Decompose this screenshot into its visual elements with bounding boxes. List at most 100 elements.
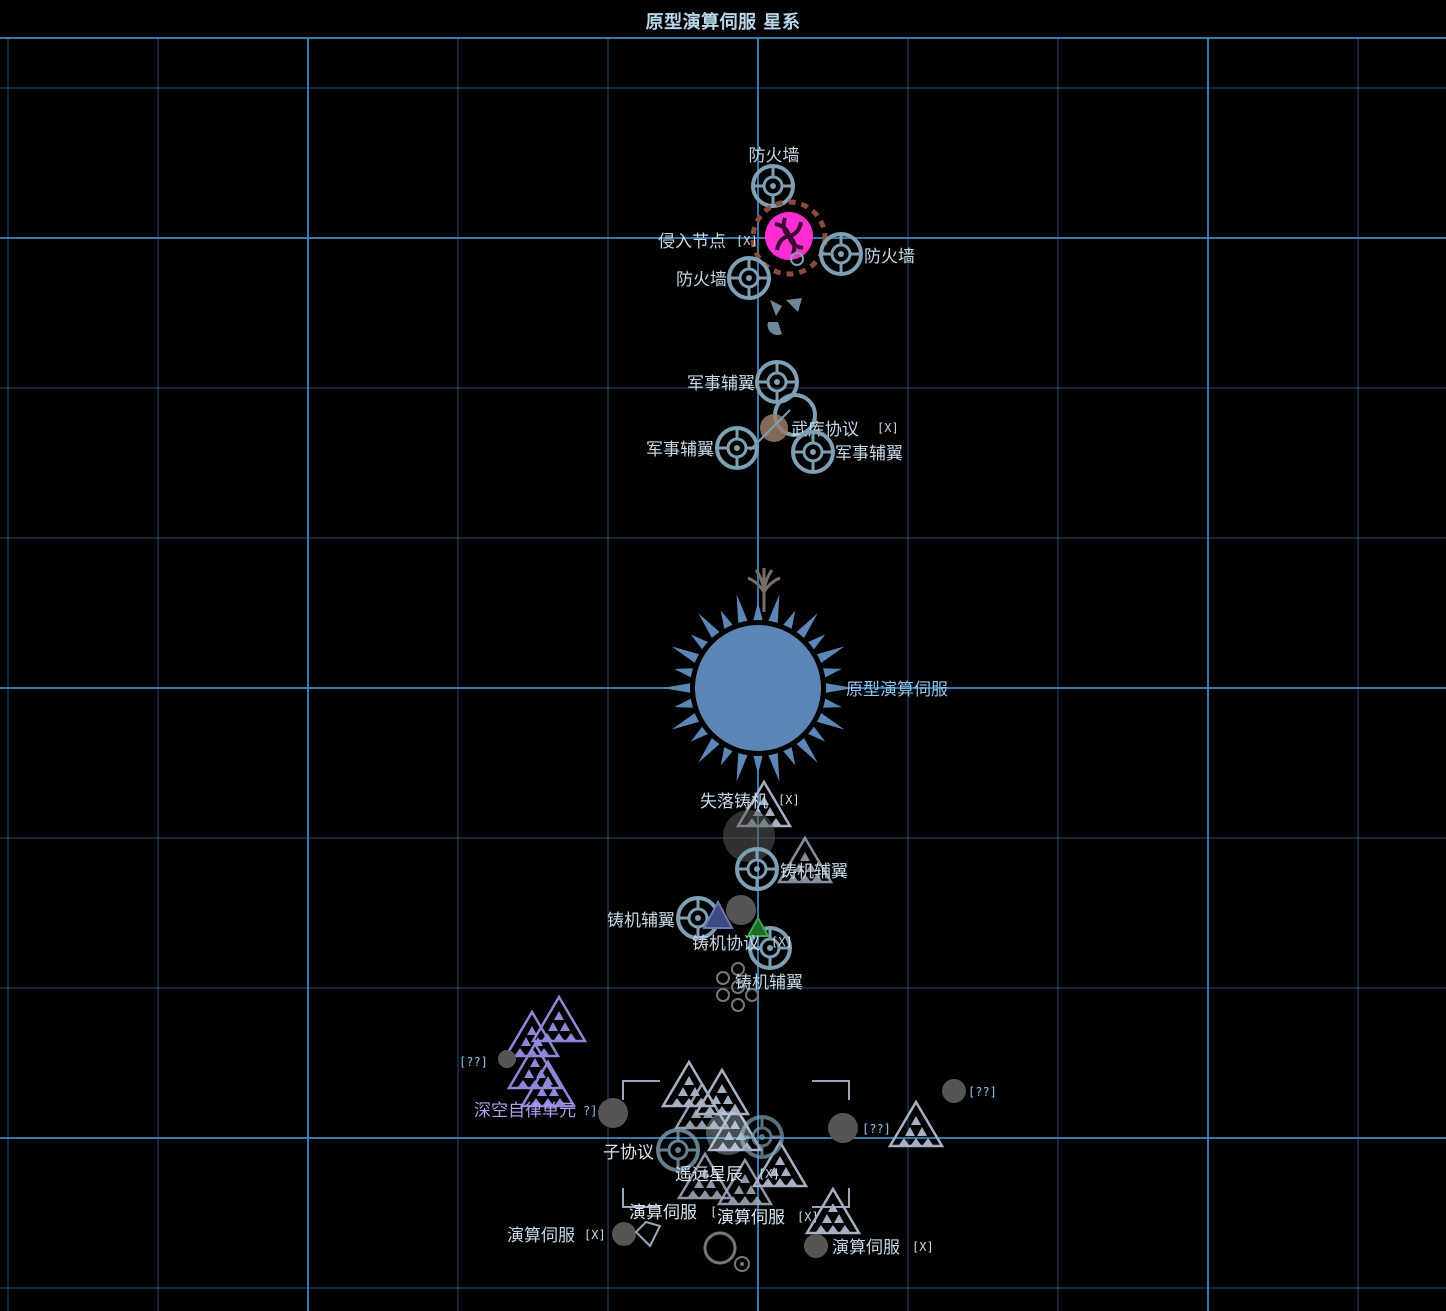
- deep-space-label: 深空自律单元: [474, 1101, 576, 1121]
- armory-tag: [X]: [877, 421, 899, 435]
- star-ray: [767, 750, 780, 782]
- debris-icon: [767, 298, 802, 336]
- calc-3-moon-core: [740, 1262, 744, 1266]
- deep-space-tag: ?]: [583, 1104, 597, 1118]
- armory-label: 武库协议: [791, 420, 859, 440]
- forge-wing-1-label: 铸机辅翼: [780, 862, 848, 882]
- star-ray: [736, 594, 749, 626]
- unknown-2-tag: [??]: [968, 1085, 997, 1099]
- fountain-icon: [747, 568, 781, 612]
- calc-2-tag: [: [710, 1205, 717, 1219]
- military-wing-node-left[interactable]: 军事辅翼: [646, 426, 759, 470]
- calc-3-label: 演算伺服: [717, 1208, 785, 1228]
- invasion-node[interactable]: 侵入节点 [X]: [658, 199, 828, 277]
- subprotocol-label: 子协议: [603, 1143, 654, 1163]
- star-ray: [674, 668, 696, 679]
- military-wing-node-right[interactable]: 军事辅翼: [791, 430, 903, 474]
- armory-protocol-node[interactable]: 武库协议 [X]: [749, 393, 899, 451]
- star-ray: [698, 736, 722, 764]
- calc-server-node-left[interactable]: 演算伺服 [: [629, 1203, 717, 1223]
- calc-4-label: 演算伺服: [832, 1238, 900, 1258]
- star-ray: [820, 668, 842, 679]
- green-triangle-icon: [746, 915, 770, 937]
- calc-server-node-far-left[interactable]: 演算伺服 [X]: [507, 1220, 662, 1248]
- calc-server-node-right[interactable]: 演算伺服 [X]: [804, 1187, 934, 1258]
- forge-protocol-tag: [X]: [771, 935, 793, 949]
- star-ray: [815, 711, 845, 730]
- star-ray: [752, 753, 764, 774]
- firewall-node-right[interactable]: 防火墙: [819, 232, 915, 276]
- armory-planet: [760, 414, 788, 442]
- star-ray: [794, 736, 818, 764]
- firewall-node-top[interactable]: 防火墙: [749, 146, 800, 208]
- selection-bracket: [622, 1080, 850, 1208]
- subprotocol-planet: [598, 1098, 628, 1128]
- invasion-tag: [X]: [736, 234, 758, 248]
- star-ray: [698, 612, 722, 640]
- lost-forge-planet: [723, 810, 775, 862]
- star-ray: [820, 697, 842, 708]
- star-ray: [815, 646, 845, 665]
- star-ray: [671, 646, 701, 665]
- invasion-label: 侵入节点: [658, 232, 726, 252]
- forge-wing-node-left[interactable]: 铸机辅翼: [607, 895, 756, 940]
- star-ray: [662, 682, 693, 694]
- calc-server-node-center[interactable]: 演算伺服 [X]: [703, 1208, 819, 1272]
- star-ray: [752, 602, 764, 623]
- star-ray: [767, 594, 780, 626]
- firewall-node-left[interactable]: 防火墙: [676, 256, 771, 300]
- star-ray: [674, 697, 696, 708]
- invasion-marker-icon: [790, 252, 804, 266]
- military-wing-3-label: 军事辅翼: [835, 444, 903, 464]
- calc-4-planet: [804, 1234, 828, 1258]
- calc-1-planet: [612, 1222, 636, 1246]
- star-ray: [823, 682, 854, 694]
- unknown-node-right[interactable]: [??]: [942, 1079, 997, 1103]
- military-wing-2-label: 军事辅翼: [646, 440, 714, 460]
- forge-wing-triangle-icon: [702, 899, 734, 929]
- distant-stars-glow: [706, 1111, 750, 1155]
- calc-1-tag: [X]: [584, 1228, 606, 1242]
- military-wing-node-top[interactable]: 军事辅翼: [687, 360, 799, 404]
- forge-wing-2-label: 铸机辅翼: [607, 911, 675, 931]
- deep-space-moon: [498, 1050, 516, 1068]
- unknown-3-planet: [828, 1113, 858, 1143]
- distant-stars-label: 遥远星辰: [675, 1165, 743, 1185]
- firewall-left-label: 防火墙: [676, 270, 727, 290]
- military-wing-1-label: 军事辅翼: [687, 374, 755, 394]
- forge-wing-planet: [726, 895, 756, 925]
- calc-4-tag: [X]: [912, 1240, 934, 1254]
- unknown-node-mid[interactable]: [??]: [828, 1100, 944, 1148]
- forge-protocol-node[interactable]: 铸机协议 [X]: [692, 915, 793, 970]
- star-ray: [671, 711, 701, 730]
- star-ray: [736, 750, 749, 782]
- firewall-top-label: 防火墙: [749, 146, 800, 166]
- unknown-2-planet: [942, 1079, 966, 1103]
- distant-stars-tag: [X]: [758, 1167, 780, 1181]
- lost-forge-label: 失落铸机: [700, 792, 768, 812]
- firewall-right-label: 防火墙: [864, 247, 915, 267]
- forge-wing-node-right[interactable]: 铸机辅翼: [735, 836, 848, 891]
- calc-2-label: 演算伺服: [629, 1203, 697, 1223]
- bubble-cluster-icon: [716, 962, 759, 1012]
- spiral-arms: [774, 217, 804, 255]
- unknown-1-tag: [??]: [459, 1055, 488, 1069]
- calc-3-moon: [734, 1256, 750, 1272]
- unknown-3-tag: [??]: [862, 1122, 891, 1136]
- lost-forge-tag: [X]: [778, 793, 800, 807]
- star-ray: [794, 612, 818, 640]
- star-node[interactable]: 原型演算伺服: [662, 594, 948, 782]
- invasion-ring: [750, 199, 828, 277]
- crystal-icon: [634, 1220, 662, 1248]
- calc-1-label: 演算伺服: [507, 1226, 575, 1246]
- forge-protocol-label: 铸机协议: [692, 934, 760, 954]
- distant-stars-cluster[interactable]: 子协议 遥远星辰 [X]: [598, 1060, 850, 1208]
- calc-3-ring: [703, 1231, 737, 1265]
- forge-wing-node-bottom[interactable]: 铸机辅翼: [716, 962, 803, 1012]
- star-label: 原型演算伺服: [846, 680, 948, 700]
- forge-wing-3-label: 铸机辅翼: [735, 973, 803, 993]
- star-body: [695, 625, 821, 751]
- deep-space-unit-node[interactable]: [??] 深空自律单元 ?]: [459, 995, 597, 1121]
- system-title: 原型演算伺服 星系: [645, 12, 801, 33]
